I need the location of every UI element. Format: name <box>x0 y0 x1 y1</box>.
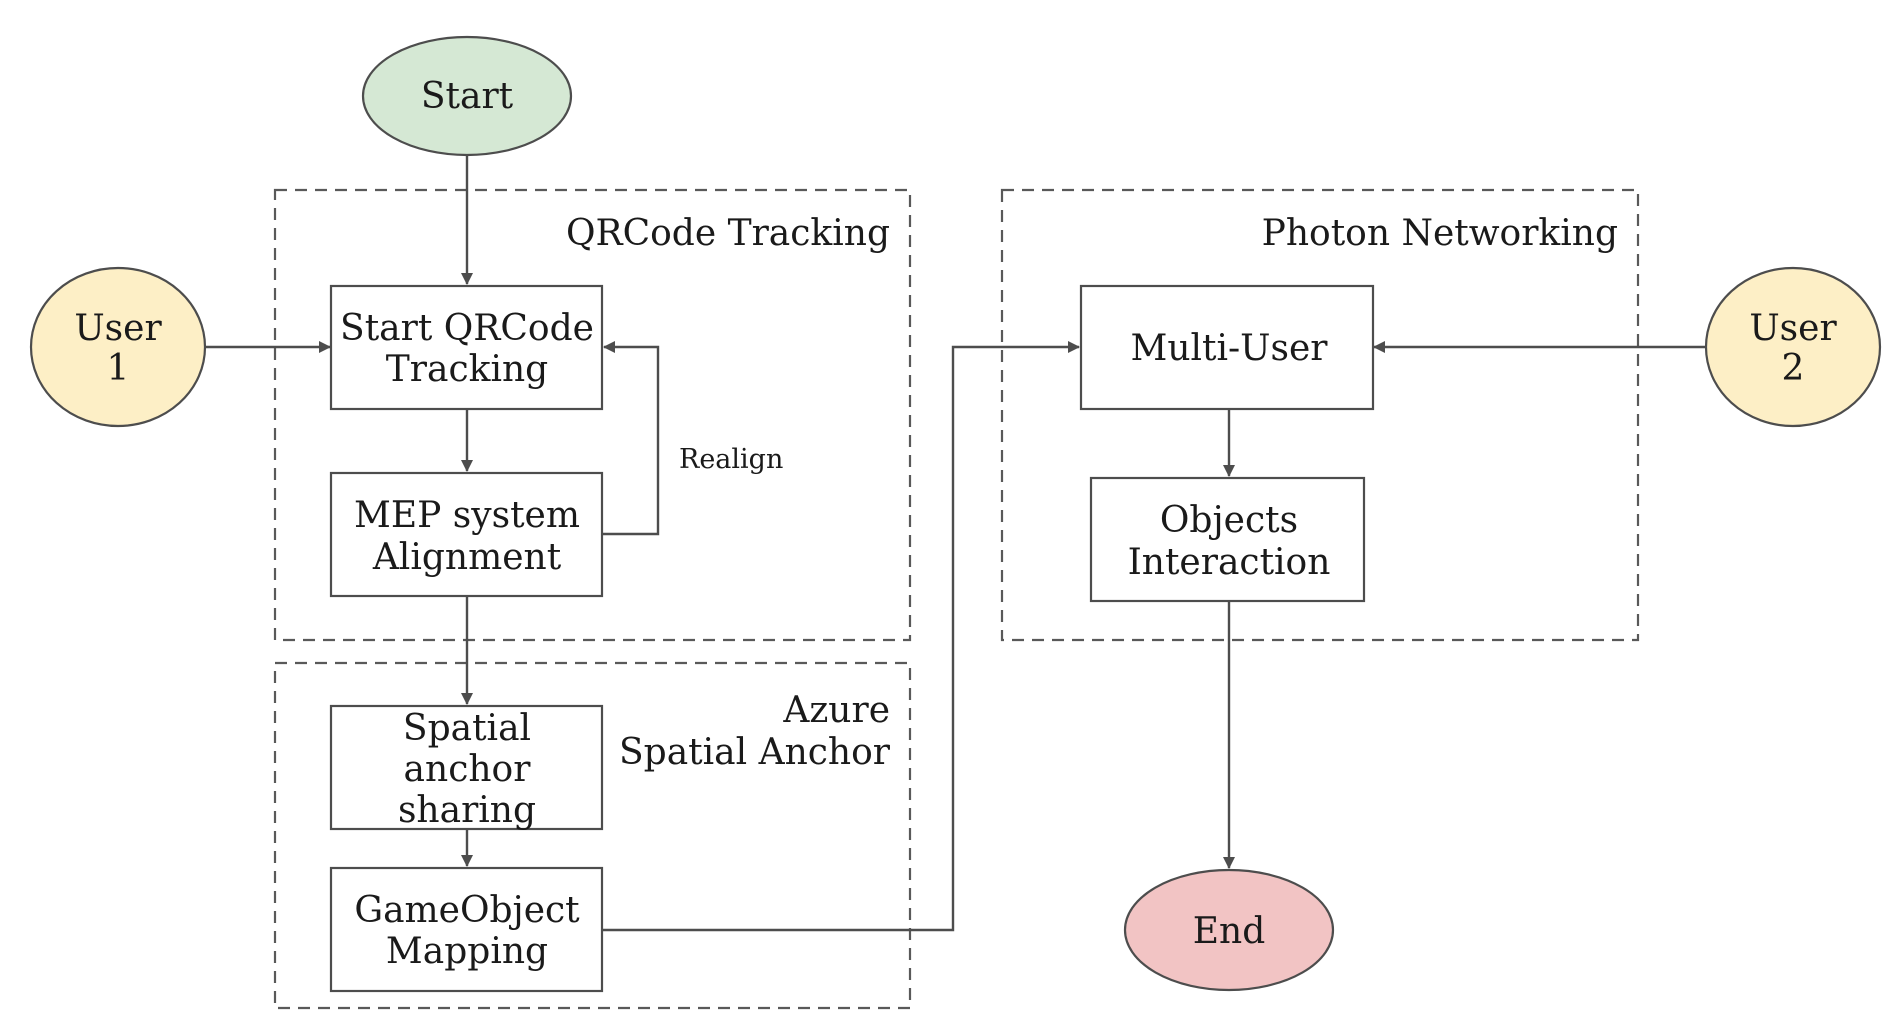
edge-gameobject-to-multiuser <box>602 341 1080 932</box>
multi-user-label: Multi-User <box>1130 328 1328 369</box>
mep-system-alignment-label-line2: Alignment <box>372 537 562 578</box>
objects-interaction-label-line2: Interaction <box>1128 542 1331 583</box>
azure-group-label-line1: Azure <box>782 690 890 731</box>
user-2-label-line2: 2 <box>1782 348 1805 389</box>
objects-interaction-box <box>1089 476 1366 603</box>
realign-label: Realign <box>679 444 783 475</box>
mep-system-alignment-label-line1: MEP system <box>354 495 580 536</box>
objects-interaction-label-line1: Objects <box>1160 500 1298 541</box>
azure-spatial-anchor-group <box>273 661 912 1010</box>
qrcode-tracking-group-label: QRCode Tracking <box>566 213 890 254</box>
spatial-anchor-sharing-label-line1: Spatial <box>403 708 531 749</box>
azure-group-label-line2: Spatial Anchor <box>619 732 891 773</box>
gameobject-mapping-label-line2: Mapping <box>386 931 548 972</box>
user-1-node <box>29 266 207 428</box>
user-1-label-line2: 1 <box>107 348 130 389</box>
start-node <box>361 35 573 157</box>
spatial-anchor-sharing-label-line3: sharing <box>398 790 536 831</box>
qrcode-tracking-group <box>273 188 912 642</box>
end-node <box>1123 868 1335 992</box>
start-qrcode-tracking-label-line2: Tracking <box>386 349 548 390</box>
user-1-label-line1: User <box>74 308 162 349</box>
gameobject-mapping-label-line1: GameObject <box>354 890 580 931</box>
edge-realign-loop <box>602 341 660 536</box>
mep-system-alignment-box <box>329 471 604 598</box>
gameobject-mapping-box <box>329 866 604 993</box>
end-node-label: End <box>1193 911 1266 952</box>
photon-networking-group <box>1000 188 1640 642</box>
start-qrcode-tracking-box <box>329 284 604 411</box>
start-node-label: Start <box>421 76 514 117</box>
start-qrcode-tracking-label-line1: Start QRCode <box>340 308 594 349</box>
photon-networking-group-label: Photon Networking <box>1262 213 1618 254</box>
user-2-node <box>1704 266 1882 428</box>
multi-user-box <box>1079 284 1375 411</box>
spatial-anchor-sharing-box <box>329 704 604 831</box>
user-2-label-line1: User <box>1749 308 1837 349</box>
spatial-anchor-sharing-label-line2: anchor <box>404 749 532 790</box>
